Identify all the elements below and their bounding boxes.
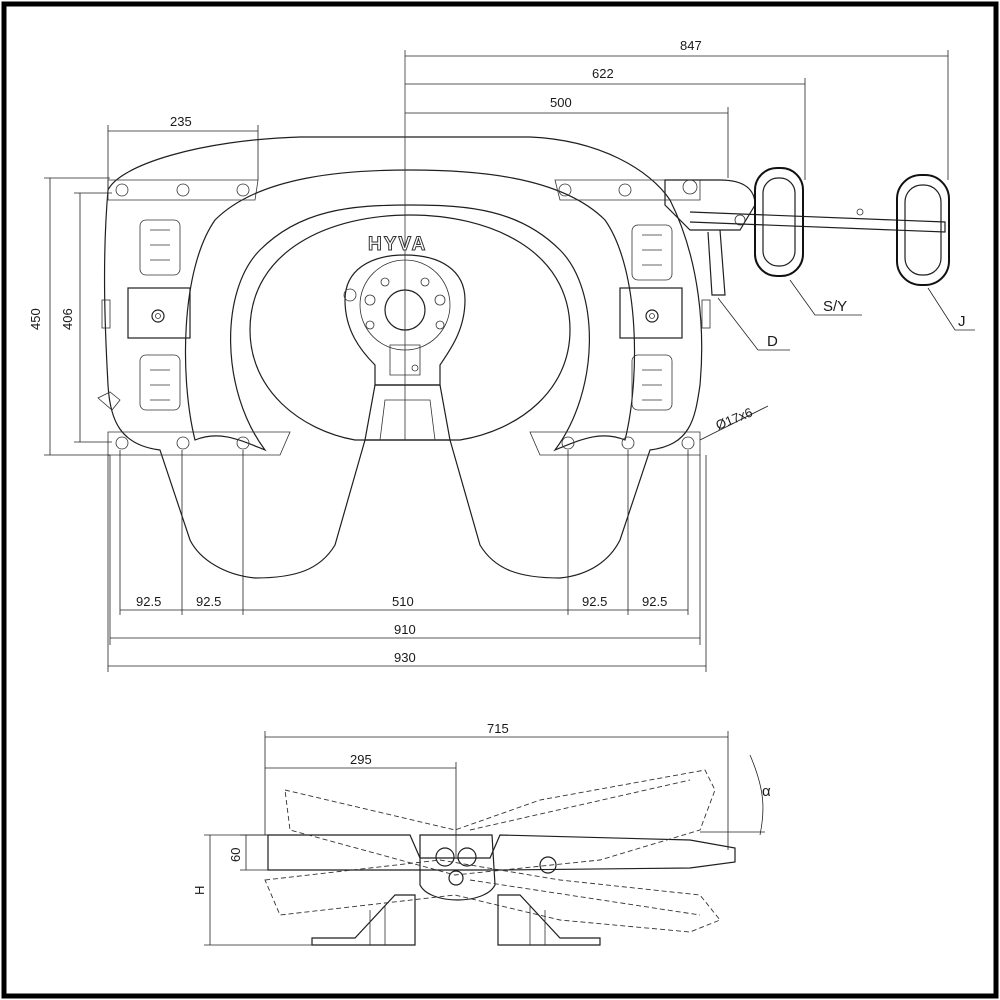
dim-92-5-a: 92.5: [136, 594, 161, 609]
release-handle: [664, 167, 950, 296]
left-bracket: [97, 219, 191, 411]
label-sy: S/Y: [823, 298, 847, 315]
angle-alpha: α: [762, 783, 771, 800]
dim-92-5-c: 92.5: [582, 594, 607, 609]
dim-h: H: [192, 886, 207, 895]
dim-510: 510: [392, 594, 414, 609]
right-bracket: [619, 224, 711, 411]
inner-oval: [249, 214, 571, 441]
dim-92-5-d: 92.5: [642, 594, 667, 609]
tilt-up-outline: [284, 769, 716, 876]
dim-295: 295: [350, 752, 372, 767]
mounting-holes: [115, 183, 695, 450]
jaw-housing: [344, 254, 466, 386]
tilt-down-outline: [264, 859, 721, 933]
brand-logo: HYVA: [368, 234, 427, 255]
dim-930: 930: [394, 650, 416, 665]
neutral-plate: [267, 834, 736, 871]
pivot-block: [419, 834, 496, 901]
side-view: 715 295 α 60 H: [192, 721, 771, 946]
top-dimensions: 847 622 500 235 450 406 Ø17x6: [28, 38, 975, 456]
dim-622: 622: [592, 66, 614, 81]
dim-500: 500: [550, 95, 572, 110]
dim-450: 450: [28, 308, 43, 330]
kingpin-throat: [364, 384, 451, 441]
dim-715: 715: [487, 721, 509, 736]
label-j: J: [958, 313, 966, 330]
horseshoe-ring: [184, 169, 636, 452]
dim-60: 60: [228, 848, 243, 862]
base-plates: [311, 894, 416, 946]
dim-235: 235: [170, 114, 192, 129]
label-d: D: [767, 333, 778, 350]
top-view: HYVA: [28, 38, 975, 672]
bottom-dimensions: 92.5 92.5 510 92.5 92.5 910 930: [107, 450, 707, 672]
dim-92-5-b: 92.5: [196, 594, 221, 609]
dim-406: 406: [60, 308, 75, 330]
dim-910: 910: [394, 622, 416, 637]
coupling-plate-outline: [103, 136, 703, 579]
dim-847: 847: [680, 38, 702, 53]
hole-callout: Ø17x6: [714, 405, 755, 433]
